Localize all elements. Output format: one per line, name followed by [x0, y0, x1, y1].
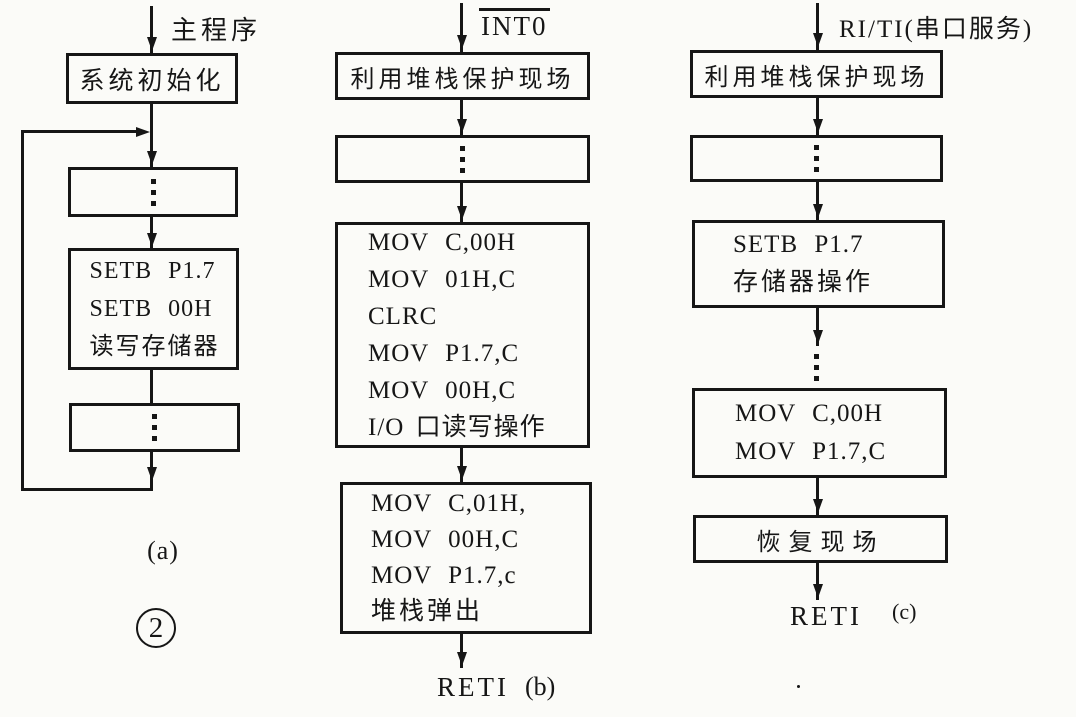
- flow-a-caption: (a): [147, 536, 179, 565]
- scan-speck: [797, 685, 800, 688]
- arrow-down-icon: [813, 33, 823, 47]
- vertical-ellipsis-icon: [152, 414, 157, 441]
- arrow-down-icon: [147, 151, 157, 165]
- flow-c-exit: RETI (c): [790, 599, 917, 632]
- code-line: MOV C,00H: [368, 229, 517, 256]
- arrow-right-icon: [136, 127, 150, 137]
- arrow-down-icon: [147, 37, 157, 51]
- flow-b-box-dots: [335, 135, 590, 183]
- flow-a-box-dots: [69, 403, 240, 452]
- flow-c-box-restore-label: 恢复现场: [756, 529, 885, 556]
- code-line: SETB 00H: [89, 296, 213, 322]
- arrow-down-icon: [813, 330, 823, 344]
- flow-a-box-dots: [68, 167, 238, 217]
- arrow-down-icon: [457, 119, 467, 133]
- code-line: MOV 01H,C: [368, 266, 517, 293]
- code-line: MOV P1.7,C: [368, 340, 520, 367]
- flow-b-box-code2: MOV C,01H, MOV 00H,C MOV P1.7,c 堆栈弹出: [340, 482, 592, 634]
- flow-b-connector: [460, 100, 463, 135]
- flow-c-box-code1: SETB P1.7 存储器操作: [692, 220, 945, 308]
- code-line: MOV P1.7,c: [371, 562, 517, 589]
- flow-b-connector: [460, 448, 463, 482]
- flow-a-box-init: 系统初始化: [66, 53, 238, 104]
- flow-a-box-code: SETB P1.7 SETB 00H 读写存储器: [68, 248, 239, 370]
- flow-c-connector: [816, 98, 819, 135]
- code-line: MOV C,01H,: [371, 490, 527, 517]
- flow-c-connector: [816, 308, 819, 346]
- code-line: MOV 00H,C: [368, 377, 517, 404]
- flow-c-connector: [816, 182, 819, 220]
- arrow-down-icon: [457, 466, 467, 480]
- flow-c-box-dots: [690, 135, 943, 182]
- vertical-ellipsis-icon: [460, 145, 465, 173]
- flow-a-connector: [150, 217, 153, 248]
- code-line: MOV P1.7,C: [735, 438, 887, 465]
- code-line: 读写存储器: [89, 334, 220, 360]
- flow-c-entry-line: [816, 3, 819, 50]
- figure-number-badge: 2: [136, 608, 176, 648]
- code-line: 存储器操作: [733, 269, 874, 296]
- flow-c-caption: (c): [892, 599, 917, 624]
- flow-b-connector: [460, 634, 463, 668]
- arrow-down-icon: [457, 35, 467, 49]
- flow-c-entry-label: RI/TI(串口服务): [839, 16, 1034, 43]
- flow-b-entry-line: [460, 3, 463, 52]
- vertical-ellipsis-icon: [150, 178, 156, 206]
- arrow-down-icon: [457, 206, 467, 220]
- flow-b-box-save-label: 利用堆栈保护现场: [350, 66, 575, 93]
- code-line: I/O 口读写操作: [368, 414, 546, 441]
- flow-c-box-restore: 恢复现场: [693, 515, 948, 563]
- arrow-down-icon: [813, 499, 823, 513]
- arrow-down-icon: [813, 204, 823, 218]
- flow-a-box-init-label: 系统初始化: [79, 67, 225, 95]
- vertical-ellipsis-icon: [814, 145, 819, 172]
- flow-a-loop-bottom-line: [21, 488, 153, 491]
- flow-c-box-save-label: 利用堆栈保护现场: [704, 64, 929, 91]
- flow-c-box-code2: MOV C,00H MOV P1.7,C: [692, 388, 947, 478]
- flow-b-exit-label: RETI: [437, 672, 509, 702]
- flow-b-exit: RETI (b): [437, 672, 555, 703]
- flow-c-exit-label: RETI: [790, 601, 862, 631]
- flow-a-connector: [150, 104, 153, 167]
- flow-a-loop-top-line: [21, 130, 138, 133]
- code-line: MOV C,00H: [735, 400, 884, 427]
- flow-c-connector: [816, 563, 819, 600]
- flow-a-loop-left-line: [21, 130, 24, 491]
- flow-a-connector: [150, 370, 153, 403]
- flow-c-connector: [816, 478, 819, 515]
- code-line: SETB P1.7: [733, 231, 864, 258]
- arrow-down-icon: [813, 119, 823, 133]
- code-line: 堆栈弹出: [371, 598, 484, 625]
- flow-b-connector: [460, 183, 463, 222]
- flow-b-box-save: 利用堆栈保护现场: [335, 52, 590, 100]
- arrow-down-icon: [147, 233, 157, 247]
- flow-c-box-save: 利用堆栈保护现场: [690, 50, 943, 98]
- flow-b-entry-label: INT0: [479, 8, 551, 42]
- flow-a-entry-line: [150, 6, 153, 53]
- code-line: SETB P1.7: [89, 258, 216, 284]
- code-line: MOV 00H,C: [371, 526, 520, 553]
- flow-b-caption: (b): [525, 672, 556, 701]
- arrow-down-icon: [813, 584, 823, 598]
- arrow-down-icon: [457, 652, 467, 666]
- flow-b-box-code1: MOV C,00H MOV 01H,C CLRC MOV P1.7,C MOV …: [335, 222, 590, 448]
- flow-a-entry-label: 主程序: [171, 16, 262, 45]
- arrow-down-icon: [147, 467, 157, 481]
- code-line: CLRC: [368, 303, 438, 330]
- int0-overlined-label: INT0: [479, 8, 551, 41]
- vertical-ellipsis-icon: [814, 354, 819, 381]
